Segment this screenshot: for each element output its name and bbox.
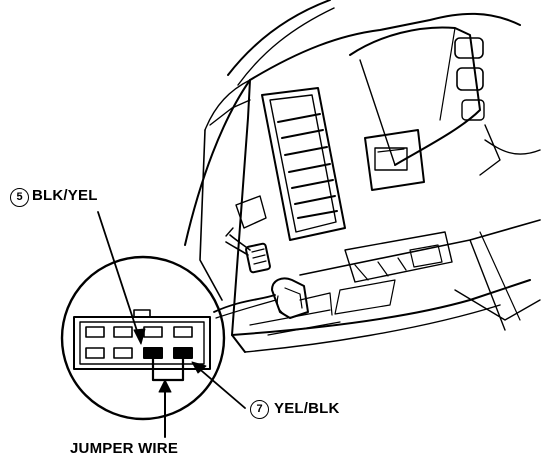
connector-callout-circle — [60, 255, 226, 421]
pin-2 — [113, 326, 133, 338]
instrument-hood — [349, 26, 501, 176]
dashboard-body — [199, 12, 541, 353]
pin-4 — [173, 326, 193, 338]
dash-connector — [271, 277, 309, 319]
pin-7-number: 7 — [250, 400, 269, 419]
switch-panel — [364, 129, 425, 191]
mount-bracket — [235, 195, 267, 229]
callout-leader — [213, 294, 276, 313]
jumper-wire-leader — [158, 379, 172, 438]
wire-harness — [225, 227, 271, 274]
a-pillar — [184, 0, 335, 246]
jumper-wire-bracket — [151, 356, 185, 382]
pin-5-number: 5 — [10, 188, 29, 207]
yel-blk-label: YEL/BLK — [274, 400, 340, 417]
lower-panel — [249, 231, 453, 336]
blk-yel-label: BLK/YEL — [32, 187, 98, 204]
pin-yel-blk — [173, 347, 193, 359]
blk-yel-leader — [97, 211, 146, 345]
pin-blk-yel — [143, 347, 163, 359]
pin-3 — [143, 326, 163, 338]
center-air-vent — [261, 87, 346, 241]
pin-6 — [113, 347, 133, 359]
pin-1 — [85, 326, 105, 338]
jumper-wire-label: JUMPER WIRE — [70, 440, 179, 457]
pin-5 — [85, 347, 105, 359]
yel-blk-leader — [191, 361, 246, 409]
